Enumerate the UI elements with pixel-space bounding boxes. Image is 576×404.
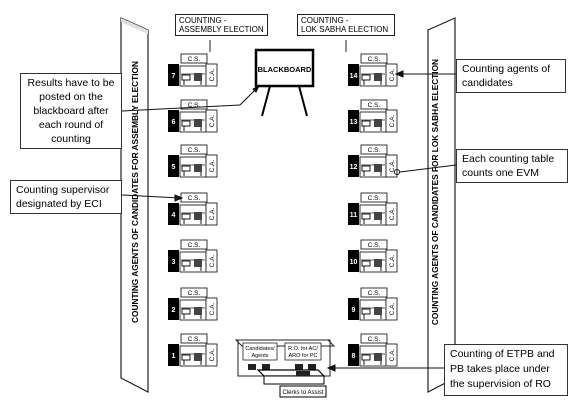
table-number: 4 (172, 212, 176, 219)
supervisor-callout: Counting supervisor designated by ECI (10, 180, 122, 214)
ro-label-1: R.O. for AC/ (288, 346, 318, 352)
ro-label-2: ARO for PC (288, 353, 317, 359)
table-number: 6 (172, 119, 176, 126)
callout-connectors (121, 70, 457, 372)
blackboard: BLACKBOARD (254, 48, 315, 117)
counting-table-left-5: C.S. 5 C.A. (168, 144, 218, 178)
table-number: 12 (350, 164, 358, 171)
assembly-header: COUNTING - ASSEMBLY ELECTION (175, 14, 268, 36)
agent-label: C.A. (389, 114, 396, 127)
agent-label: C.A. (389, 68, 396, 81)
counting-table-left-4: C.S. 4 C.A. (168, 192, 218, 226)
right-agents-panel (427, 17, 456, 393)
lok-sabha-header-line-1: COUNTING - (301, 16, 349, 25)
supervisor-label: C.S. (188, 336, 201, 343)
candidates-agents-label-1: Candidates/ (245, 346, 275, 352)
supervisor-label: C.S. (188, 290, 201, 297)
agent-label: C.A. (209, 254, 216, 267)
counting-table-left-3: C.S. 3 C.A. (168, 239, 218, 273)
agent-label: C.A. (209, 159, 216, 172)
counting-table-left-7: C.S. 7 C.A. (168, 53, 218, 87)
results-callout: Results have to be posted on the blackbo… (20, 73, 122, 149)
table-number: 8 (352, 353, 356, 360)
agent-label: C.A. (209, 302, 216, 315)
agent-label: C.A. (389, 302, 396, 315)
lok-sabha-header-line-2: LOK SABHA ELECTION (301, 25, 389, 34)
clerks-label: Clerks to Assist (282, 390, 323, 396)
counting-table-left-2: C.S. 2 C.A. (168, 287, 218, 321)
candidates-agents-label-2: Agents (251, 353, 268, 359)
table-number: 10 (350, 259, 358, 266)
counting-table-left-6: C.S. 6 C.A. (168, 99, 218, 133)
agent-label: C.A. (209, 348, 216, 361)
table-number: 7 (172, 73, 176, 80)
table-number: 14 (350, 73, 358, 80)
assembly-header-line-1: COUNTING - (179, 16, 227, 25)
counting-table-right-10: C.S. 10 C.A. (348, 239, 398, 273)
supervisor-label: C.S. (368, 56, 381, 63)
agent-label: C.A. (209, 207, 216, 220)
counting-table-left-1: C.S. 1 C.A. (168, 333, 218, 367)
agent-label: C.A. (209, 114, 216, 127)
supervisor-label: C.S. (368, 336, 381, 343)
supervisor-label: C.S. (188, 242, 201, 249)
counting-table-right-11: C.S. 11 C.A. (348, 192, 398, 226)
agent-label: C.A. (209, 68, 216, 81)
table-number: 13 (350, 119, 358, 126)
left-side-label: COUNTING AGENTS OF CANDIDATES FOR ASSEMB… (130, 61, 140, 323)
agent-label: C.A. (389, 207, 396, 220)
lok-sabha-header: COUNTING - LOK SABHA ELECTION (297, 14, 395, 36)
table-number: 1 (172, 353, 176, 360)
counting-table-right-12: C.S. 12 C.A. (348, 144, 398, 178)
table-number: 11 (350, 212, 358, 219)
supervisor-label: C.S. (368, 195, 381, 202)
supervisor-label: C.S. (188, 102, 201, 109)
supervisor-label: C.S. (368, 147, 381, 154)
assembly-header-line-2: ASSEMBLY ELECTION (179, 25, 264, 34)
table-number: 9 (352, 307, 356, 314)
counting-table-right-9: C.S. 9 C.A. (348, 287, 398, 321)
evm-callout: Each counting table counts one EVM (456, 149, 568, 183)
etpb-counting-area: Candidates/ Agents R.O. for AC/ ARO for … (234, 339, 336, 398)
counting-table-right-13: C.S. 13 C.A. (348, 99, 398, 133)
supervisor-label: C.S. (368, 242, 381, 249)
etpb-callout: Counting of ETPB and PB takes place unde… (444, 344, 568, 396)
blackboard-label: BLACKBOARD (258, 65, 312, 74)
supervisor-label: C.S. (188, 147, 201, 154)
agent-label: C.A. (389, 348, 396, 361)
agent-label: C.A. (389, 159, 396, 172)
supervisor-label: C.S. (188, 56, 201, 63)
table-number: 3 (172, 259, 176, 266)
counting-table-right-8: C.S. 8 C.A. (348, 333, 398, 367)
supervisor-label: C.S. (368, 290, 381, 297)
table-number: 5 (172, 164, 176, 171)
agent-label: C.A. (389, 254, 396, 267)
right-side-label: COUNTING AGENTS OF CANDIDATES FOR LOK SA… (430, 59, 440, 325)
agents-callout: Counting agents of candidates (456, 59, 566, 93)
table-number: 2 (172, 307, 176, 314)
counting-table-right-14: C.S. 14 C.A. (348, 53, 398, 87)
supervisor-label: C.S. (188, 195, 201, 202)
supervisor-label: C.S. (368, 102, 381, 109)
